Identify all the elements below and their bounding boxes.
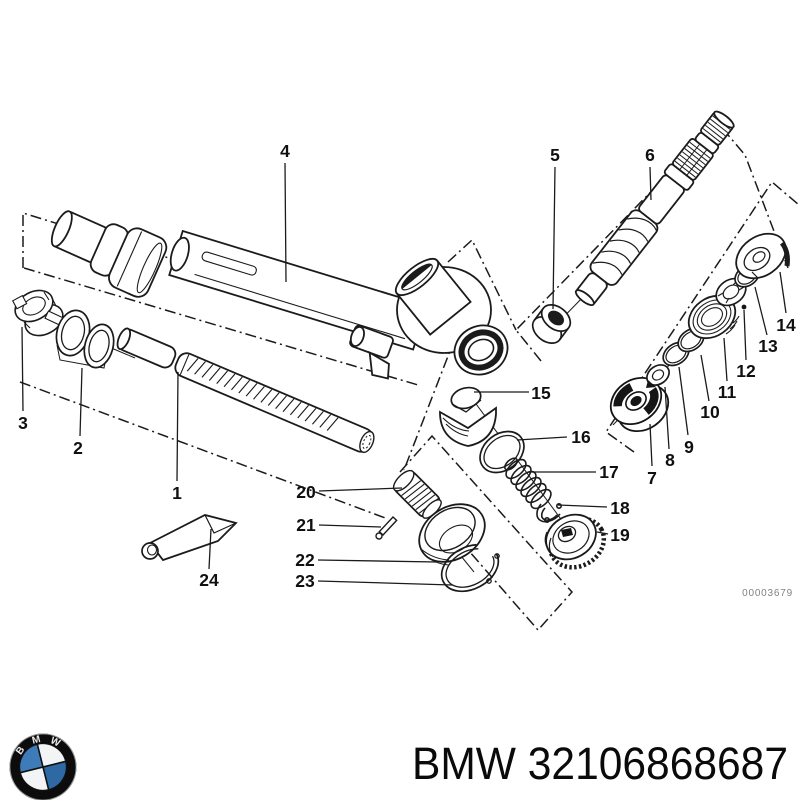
part-8-lock-washer — [646, 364, 670, 388]
callout-leader-3 — [21, 326, 24, 412]
part-4-housing — [50, 210, 509, 380]
callout-leader-1 — [176, 371, 179, 482]
part-24-grease-tube — [141, 514, 238, 562]
dash-link-bore-group — [403, 337, 456, 471]
logo-rim — [9, 733, 77, 800]
housing-rack-bore — [453, 324, 509, 376]
part-21-pin — [375, 515, 398, 540]
callout-number-2: 2 — [73, 438, 83, 458]
logo-quadrant-tr — [37, 743, 66, 767]
part-18-circlip — [536, 502, 562, 523]
dash-box-bearing-chain — [604, 180, 800, 453]
part-title: BMW 32106868687 — [412, 738, 788, 789]
callout-number-1: 1 — [172, 483, 182, 503]
callout-number-20: 20 — [296, 482, 316, 502]
callout-number-19: 19 — [610, 525, 630, 545]
housing-bellows-end — [50, 210, 168, 298]
part-14-cover — [735, 232, 790, 280]
callout-leader-24 — [208, 528, 212, 570]
callout-number-9: 9 — [684, 437, 694, 457]
callout-number-22: 22 — [295, 550, 315, 570]
callout-number-10: 10 — [700, 402, 720, 422]
callout-leader-6 — [649, 166, 652, 201]
logo-quadrant-bl — [20, 767, 49, 791]
callout-leader-18 — [557, 504, 608, 508]
dash-v-junction — [447, 238, 517, 331]
logo-cross — [20, 744, 66, 790]
callout-leader-21 — [318, 524, 382, 528]
callout-number-18: 18 — [610, 498, 630, 518]
callout-number-11: 11 — [718, 382, 737, 402]
callout-number-23: 23 — [295, 571, 315, 591]
construction-lines — [19, 121, 800, 632]
callout-number-21: 21 — [296, 515, 316, 535]
dash-box-pinion — [514, 121, 789, 362]
callout-leader-13 — [754, 286, 768, 336]
part-17-spring — [504, 457, 552, 510]
part-19-plug — [544, 513, 607, 570]
callout-number-13: 13 — [758, 336, 778, 356]
callout-leader-11 — [723, 337, 728, 382]
callout-leader-22 — [317, 559, 438, 563]
drawing-id: 00003679 — [742, 588, 793, 599]
part-23-snap-ring — [440, 543, 500, 593]
callout-number-4: 4 — [280, 141, 290, 161]
dash-axis-main — [23, 267, 419, 386]
callout-leader-8 — [664, 386, 670, 450]
callout-number-17: 17 — [599, 462, 618, 482]
part-7-bearing — [609, 376, 670, 433]
logo-quadrant-br — [43, 761, 67, 790]
callout-leader-9 — [678, 366, 689, 436]
housing-clamp — [349, 324, 394, 380]
callout-number-16: 16 — [571, 427, 591, 447]
part-5-bush — [531, 304, 572, 344]
callout-leader-12 — [743, 309, 747, 361]
callout-leader-5 — [552, 166, 556, 310]
callout-leader-19 — [596, 531, 609, 535]
callout-leader-4 — [284, 162, 287, 283]
part-12-crown-washer — [715, 277, 747, 310]
callout-number-24: 24 — [199, 570, 219, 590]
logo-letter-M: M — [31, 734, 42, 747]
callout-leader-16 — [516, 436, 568, 441]
part-15-thrust-piece — [439, 386, 497, 447]
callout-leader-20 — [318, 487, 403, 492]
callout-number-7: 7 — [647, 468, 657, 488]
callout-leader-23 — [317, 580, 453, 586]
callout-leader-14 — [779, 271, 787, 314]
housing-pinion-tower — [394, 257, 472, 336]
part-2-o-rings — [55, 309, 115, 369]
part-1-rack — [116, 327, 375, 454]
part-6-pinion-shaft — [574, 110, 735, 307]
callout-leader-7 — [649, 423, 653, 467]
callout-leader-2 — [79, 367, 83, 437]
housing-tube — [168, 229, 428, 351]
callout-number-14: 14 — [776, 315, 796, 335]
logo-quadrant-tl — [19, 744, 43, 773]
callout-leader-10 — [700, 354, 710, 402]
part-22-guide-cup — [418, 503, 486, 566]
part-3-lock-bush — [11, 289, 64, 337]
callout-number-5: 5 — [550, 145, 560, 165]
callout-number-15: 15 — [531, 383, 551, 403]
callout-number-3: 3 — [18, 413, 28, 433]
callout-number-8: 8 — [665, 450, 675, 470]
callout-number-12: 12 — [736, 361, 756, 381]
callout-number-6: 6 — [645, 145, 655, 165]
